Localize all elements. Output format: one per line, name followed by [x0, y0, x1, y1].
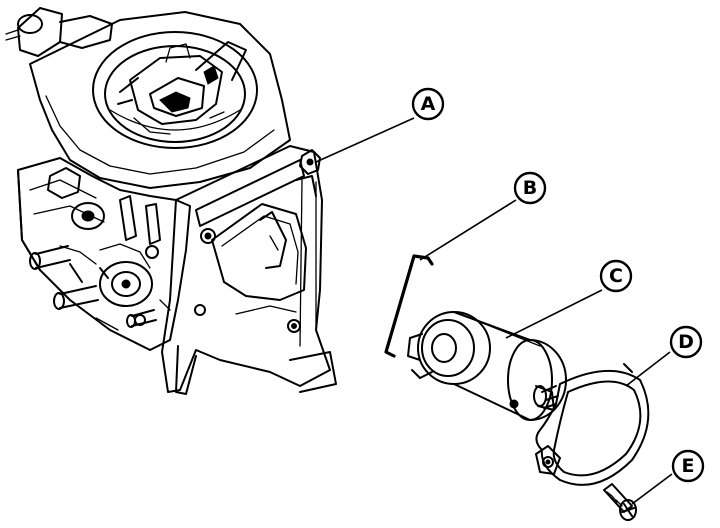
callout-c: C: [599, 259, 633, 293]
callout-c-label: C: [609, 265, 623, 287]
leader-line-c: [505, 289, 603, 339]
callout-a-label: A: [421, 93, 436, 115]
callout-e: E: [671, 449, 705, 483]
vacuum-tubes: [29, 245, 157, 328]
callout-d: D: [669, 325, 703, 359]
bracket-bolt: [295, 149, 321, 197]
leader-lines: [315, 117, 673, 505]
leader-line-e: [631, 473, 673, 505]
callout-e-label: E: [682, 455, 695, 477]
leader-line-d: [625, 351, 671, 387]
main-body: [17, 157, 191, 351]
callout-d-label: D: [678, 331, 694, 353]
top-cover: [29, 11, 291, 189]
callout-b: B: [513, 171, 547, 205]
gasket: [535, 363, 650, 486]
callout-b-circle: [513, 171, 547, 205]
callout-c-circle: [599, 259, 633, 293]
solenoid-unit: [407, 311, 567, 421]
callout-b-label: B: [523, 177, 537, 199]
screw: [603, 483, 637, 521]
choke-mechanism: [117, 41, 247, 135]
callout-e-circle: [671, 449, 705, 483]
callout-a: A: [411, 87, 445, 121]
air-horn: [92, 31, 258, 149]
fuel-inlet: [5, 7, 113, 57]
mounting-bracket: [161, 145, 337, 395]
leader-line-b: [419, 199, 517, 261]
link-rod: [384, 254, 434, 358]
carburettor-body: [5, 7, 337, 395]
callout-a-circle: [411, 87, 445, 121]
callout-d-circle: [669, 325, 703, 359]
leader-line-a: [315, 117, 415, 163]
